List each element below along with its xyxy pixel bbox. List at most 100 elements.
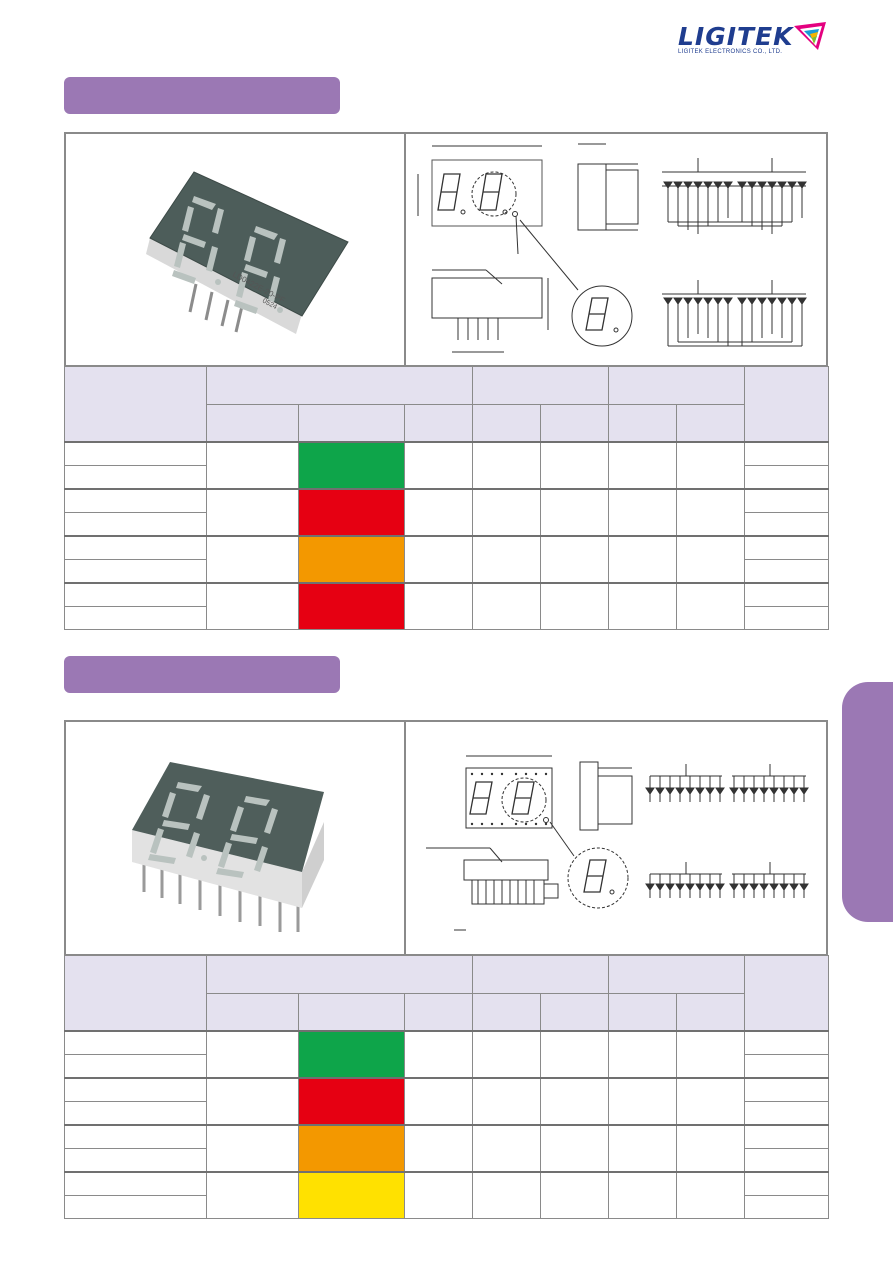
header-cell-group-2 — [472, 955, 610, 994]
note-cell — [744, 1124, 830, 1149]
part-cell — [64, 488, 207, 513]
value-cell — [403, 1171, 474, 1219]
value-cell — [540, 1124, 610, 1173]
note-cell — [744, 582, 830, 607]
side-index-tab — [842, 682, 893, 922]
value-cell — [472, 1124, 542, 1173]
value-cell — [676, 1077, 746, 1126]
subheader-cell — [298, 993, 405, 1032]
spec-table-2 — [64, 955, 830, 1219]
subheader-cell — [206, 404, 299, 443]
table-row — [64, 1195, 830, 1219]
part-cell — [64, 1195, 207, 1219]
header-cell-last — [744, 366, 830, 443]
subheader-cell — [472, 404, 542, 443]
note-cell — [744, 535, 830, 560]
subheader-cell — [608, 993, 678, 1032]
table-row — [64, 488, 830, 537]
header-cell-chip — [205, 955, 474, 994]
material-cell — [206, 1030, 299, 1079]
dimension-drawing-1 — [406, 134, 826, 365]
subheader-cell — [403, 993, 474, 1032]
value-cell — [608, 441, 678, 490]
package-drawing — [426, 755, 809, 931]
material-cell — [206, 441, 299, 490]
value-cell — [403, 488, 474, 537]
value-cell — [540, 488, 610, 537]
value-cell — [676, 1030, 746, 1079]
material-cell — [206, 582, 299, 630]
header-cell-part-no — [64, 366, 207, 443]
led-display-photo — [132, 762, 324, 932]
value-cell — [608, 1077, 678, 1126]
table-row — [64, 1077, 830, 1126]
ligitek-logo: LIGITEK LIGITEK ELECTRONICS CO., LTD. — [672, 18, 832, 58]
subheader-cell — [403, 404, 474, 443]
section-title-bar-2 — [64, 656, 340, 693]
subheader-cell — [472, 993, 542, 1032]
logo-tagline: LIGITEK ELECTRONICS CO., LTD. — [678, 49, 783, 55]
note-cell — [744, 559, 830, 584]
part-cell — [64, 1171, 207, 1196]
note-cell — [744, 488, 830, 513]
part-cell — [64, 1148, 207, 1173]
product-panel-1: LD0422E-20-PF 0524 — [64, 132, 828, 367]
subheader-cell — [608, 404, 678, 443]
note-cell — [744, 1077, 830, 1102]
table-row — [64, 1030, 830, 1079]
note-cell — [744, 1171, 830, 1196]
part-cell — [64, 1077, 207, 1102]
value-cell — [608, 1030, 678, 1079]
value-cell — [540, 535, 610, 584]
table-row — [64, 441, 830, 490]
value-cell — [676, 441, 746, 490]
header-cell-part-no — [64, 955, 207, 1032]
color-swatch-orange — [298, 1124, 405, 1173]
note-cell — [744, 1148, 830, 1173]
value-cell — [540, 441, 610, 490]
product-panel-2 — [64, 720, 828, 956]
value-cell — [540, 1171, 610, 1219]
table-row — [64, 512, 830, 537]
value-cell — [472, 441, 542, 490]
table-row — [64, 1148, 830, 1173]
dimension-drawing-2 — [406, 722, 826, 954]
table-row — [64, 1171, 830, 1219]
table-row — [64, 1124, 830, 1173]
table-row — [64, 1054, 830, 1079]
part-cell — [64, 1030, 207, 1055]
subheader-cell — [540, 993, 610, 1032]
material-cell — [206, 535, 299, 584]
header-cell-chip — [205, 366, 474, 405]
table-row — [64, 559, 830, 584]
material-cell — [206, 1171, 299, 1219]
value-cell — [403, 1077, 474, 1126]
value-cell — [608, 1124, 678, 1173]
part-cell — [64, 1101, 207, 1126]
color-swatch-green — [298, 441, 405, 490]
section-title-bar-1 — [64, 77, 340, 114]
note-cell — [744, 441, 830, 466]
value-cell — [608, 582, 678, 630]
color-swatch-green — [298, 1030, 405, 1079]
note-cell — [744, 465, 830, 490]
color-swatch-red — [298, 1077, 405, 1126]
value-cell — [676, 1124, 746, 1173]
note-cell — [744, 606, 830, 630]
value-cell — [403, 1030, 474, 1079]
value-cell — [403, 535, 474, 584]
color-swatch-orange — [298, 535, 405, 584]
material-cell — [206, 1077, 299, 1126]
value-cell — [676, 582, 746, 630]
logo-mark-icon — [794, 22, 826, 50]
subheader-cell — [298, 404, 405, 443]
value-cell — [472, 488, 542, 537]
value-cell — [403, 441, 474, 490]
part-cell — [64, 535, 207, 560]
table-row — [64, 582, 830, 630]
subheader-cell — [540, 404, 610, 443]
product-photo-2 — [66, 722, 406, 954]
header-cell-group-2 — [472, 366, 610, 405]
part-cell — [64, 1054, 207, 1079]
part-cell — [64, 582, 207, 607]
